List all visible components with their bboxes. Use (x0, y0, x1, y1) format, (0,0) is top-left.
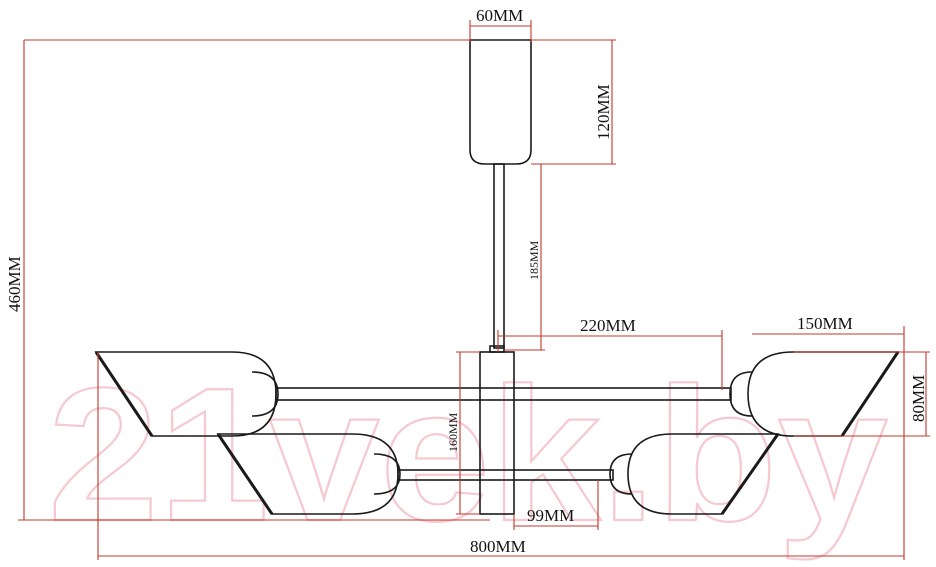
rod (493, 163, 505, 349)
dim-total-width: 800MM (470, 537, 526, 556)
shade-upper-right (729, 351, 900, 437)
dim-shade-height: 80MM (909, 375, 928, 422)
dim-body-height: 160MM (446, 412, 460, 452)
dimension-lines (18, 20, 930, 560)
dim-arm-length: 220MM (580, 316, 636, 335)
shade-lower-left (216, 433, 401, 515)
canopy (469, 39, 532, 165)
dim-lower-arm: 99MM (527, 506, 574, 525)
dim-total-height: 460MM (5, 256, 24, 312)
dim-canopy-height: 120MM (594, 84, 613, 140)
dim-canopy-width: 60MM (476, 6, 523, 25)
shade-lower-right (609, 433, 780, 515)
dim-rod-length: 185MM (527, 240, 541, 280)
body-cap (489, 345, 505, 353)
dim-shade-length: 150MM (797, 314, 853, 333)
fixture (94, 39, 900, 515)
shade-upper-left (94, 351, 279, 437)
